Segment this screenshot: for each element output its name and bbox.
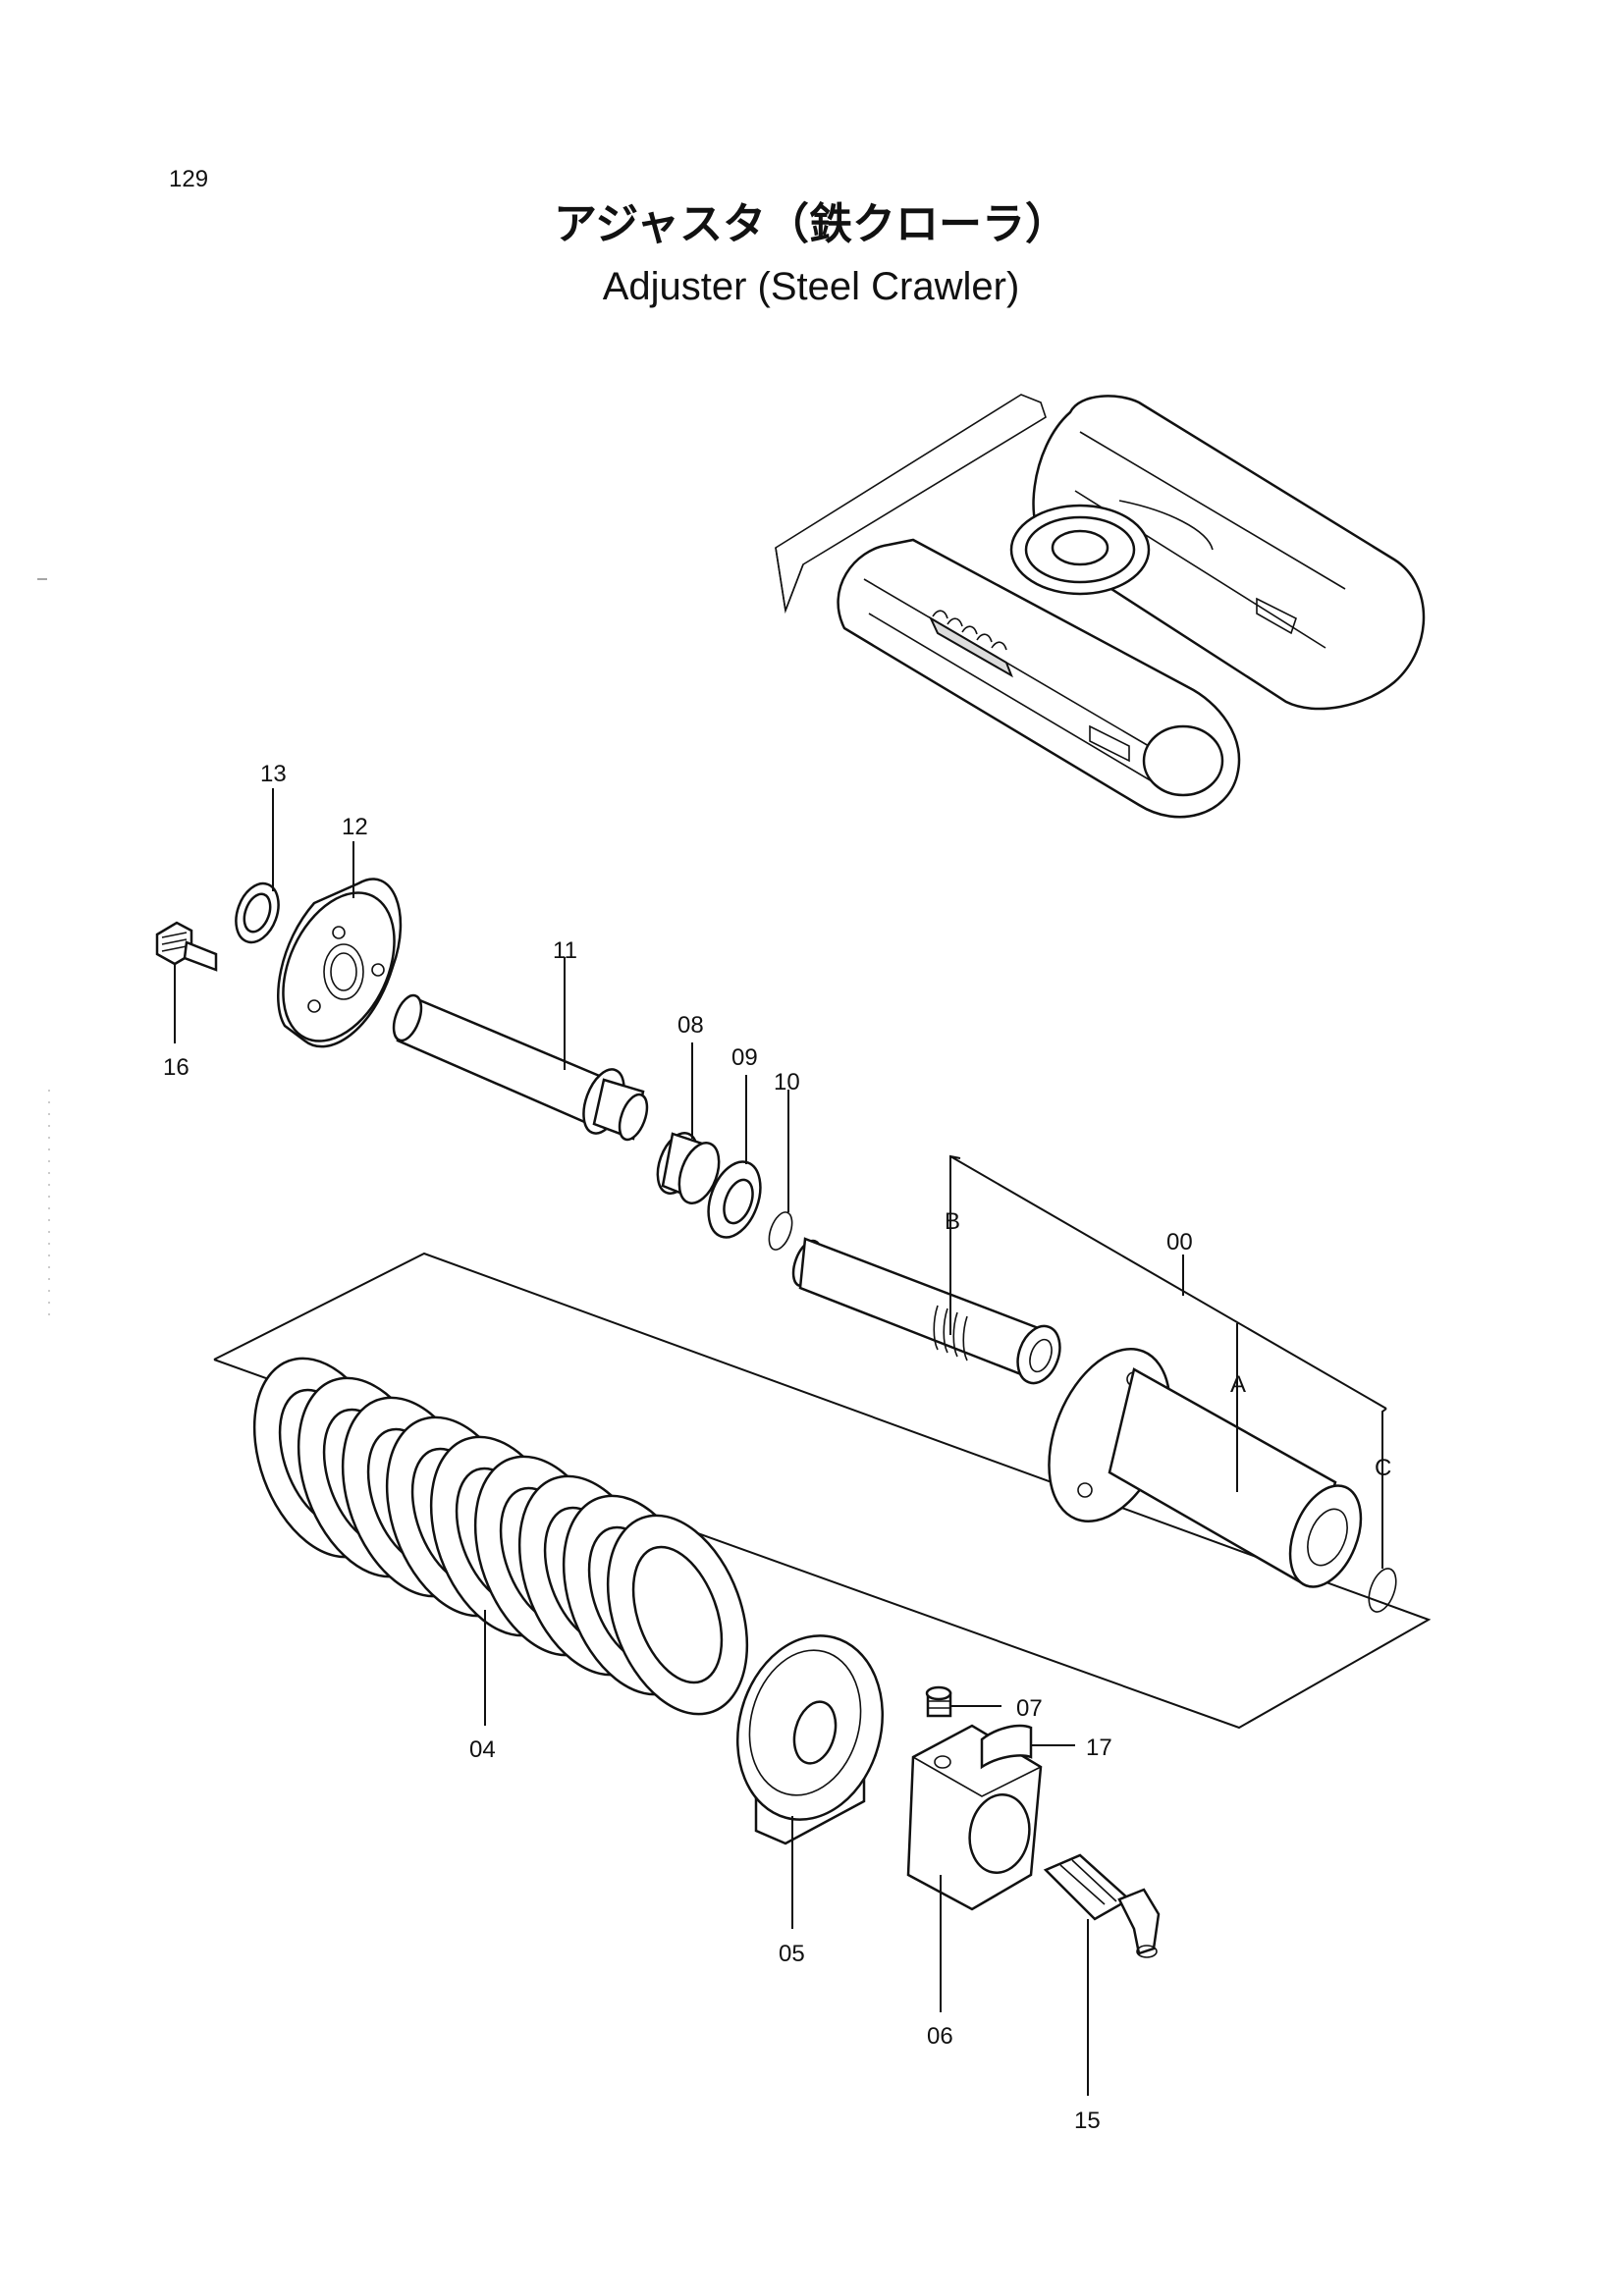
bracket-00	[949, 1154, 1387, 1569]
machine-overview-illustration	[775, 394, 1426, 819]
callout-10: 10	[774, 1069, 800, 1095]
callout-09: 09	[731, 1044, 758, 1071]
callout-04: 04	[469, 1736, 496, 1763]
callout-16: 16	[163, 1054, 189, 1081]
part-15-grease-fitting	[1043, 1853, 1161, 1958]
callout-00: 00	[1166, 1229, 1193, 1255]
callout-06: 06	[927, 2023, 953, 2050]
assembly-group-outline	[213, 1252, 1432, 1730]
part-16-bolt	[155, 921, 218, 972]
part-a-cylinder	[1048, 1347, 1363, 1588]
part-08-bushing	[656, 1132, 721, 1204]
callout-05: 05	[779, 1941, 805, 1967]
part-05-spring-seat	[735, 1634, 885, 1845]
callout-15: 15	[1074, 2108, 1101, 2134]
page-number: 129	[169, 166, 208, 192]
part-10-snap-ring	[768, 1211, 793, 1251]
group-letter-a: A	[1230, 1371, 1246, 1398]
callout-07: 07	[1016, 1695, 1043, 1722]
part-12-flange-plate	[277, 878, 403, 1048]
margin-dots	[37, 578, 50, 1325]
group-letter-b: B	[945, 1208, 960, 1235]
callout-11: 11	[553, 937, 577, 964]
callout-08: 08	[677, 1012, 704, 1039]
part-04-coil-spring	[252, 1357, 749, 1716]
part-17-shim-plate	[980, 1724, 1033, 1770]
callout-12: 12	[342, 814, 368, 840]
part-09-bearing	[707, 1160, 762, 1239]
part-c-o-ring	[1368, 1568, 1397, 1613]
part-13-seal-ring	[235, 881, 280, 944]
part-07-plug	[925, 1685, 952, 1718]
part-11-rod	[392, 993, 649, 1142]
part-b-piston	[791, 1237, 1061, 1385]
title-japanese: アジャスタ（鉄クローラ）	[554, 200, 1068, 248]
group-letter-c: C	[1375, 1455, 1391, 1481]
title-english: Adjuster (Steel Crawler)	[603, 265, 1020, 308]
callout-17: 17	[1086, 1735, 1112, 1761]
callout-13: 13	[260, 761, 287, 787]
part-06-grease-block	[906, 1724, 1043, 1911]
